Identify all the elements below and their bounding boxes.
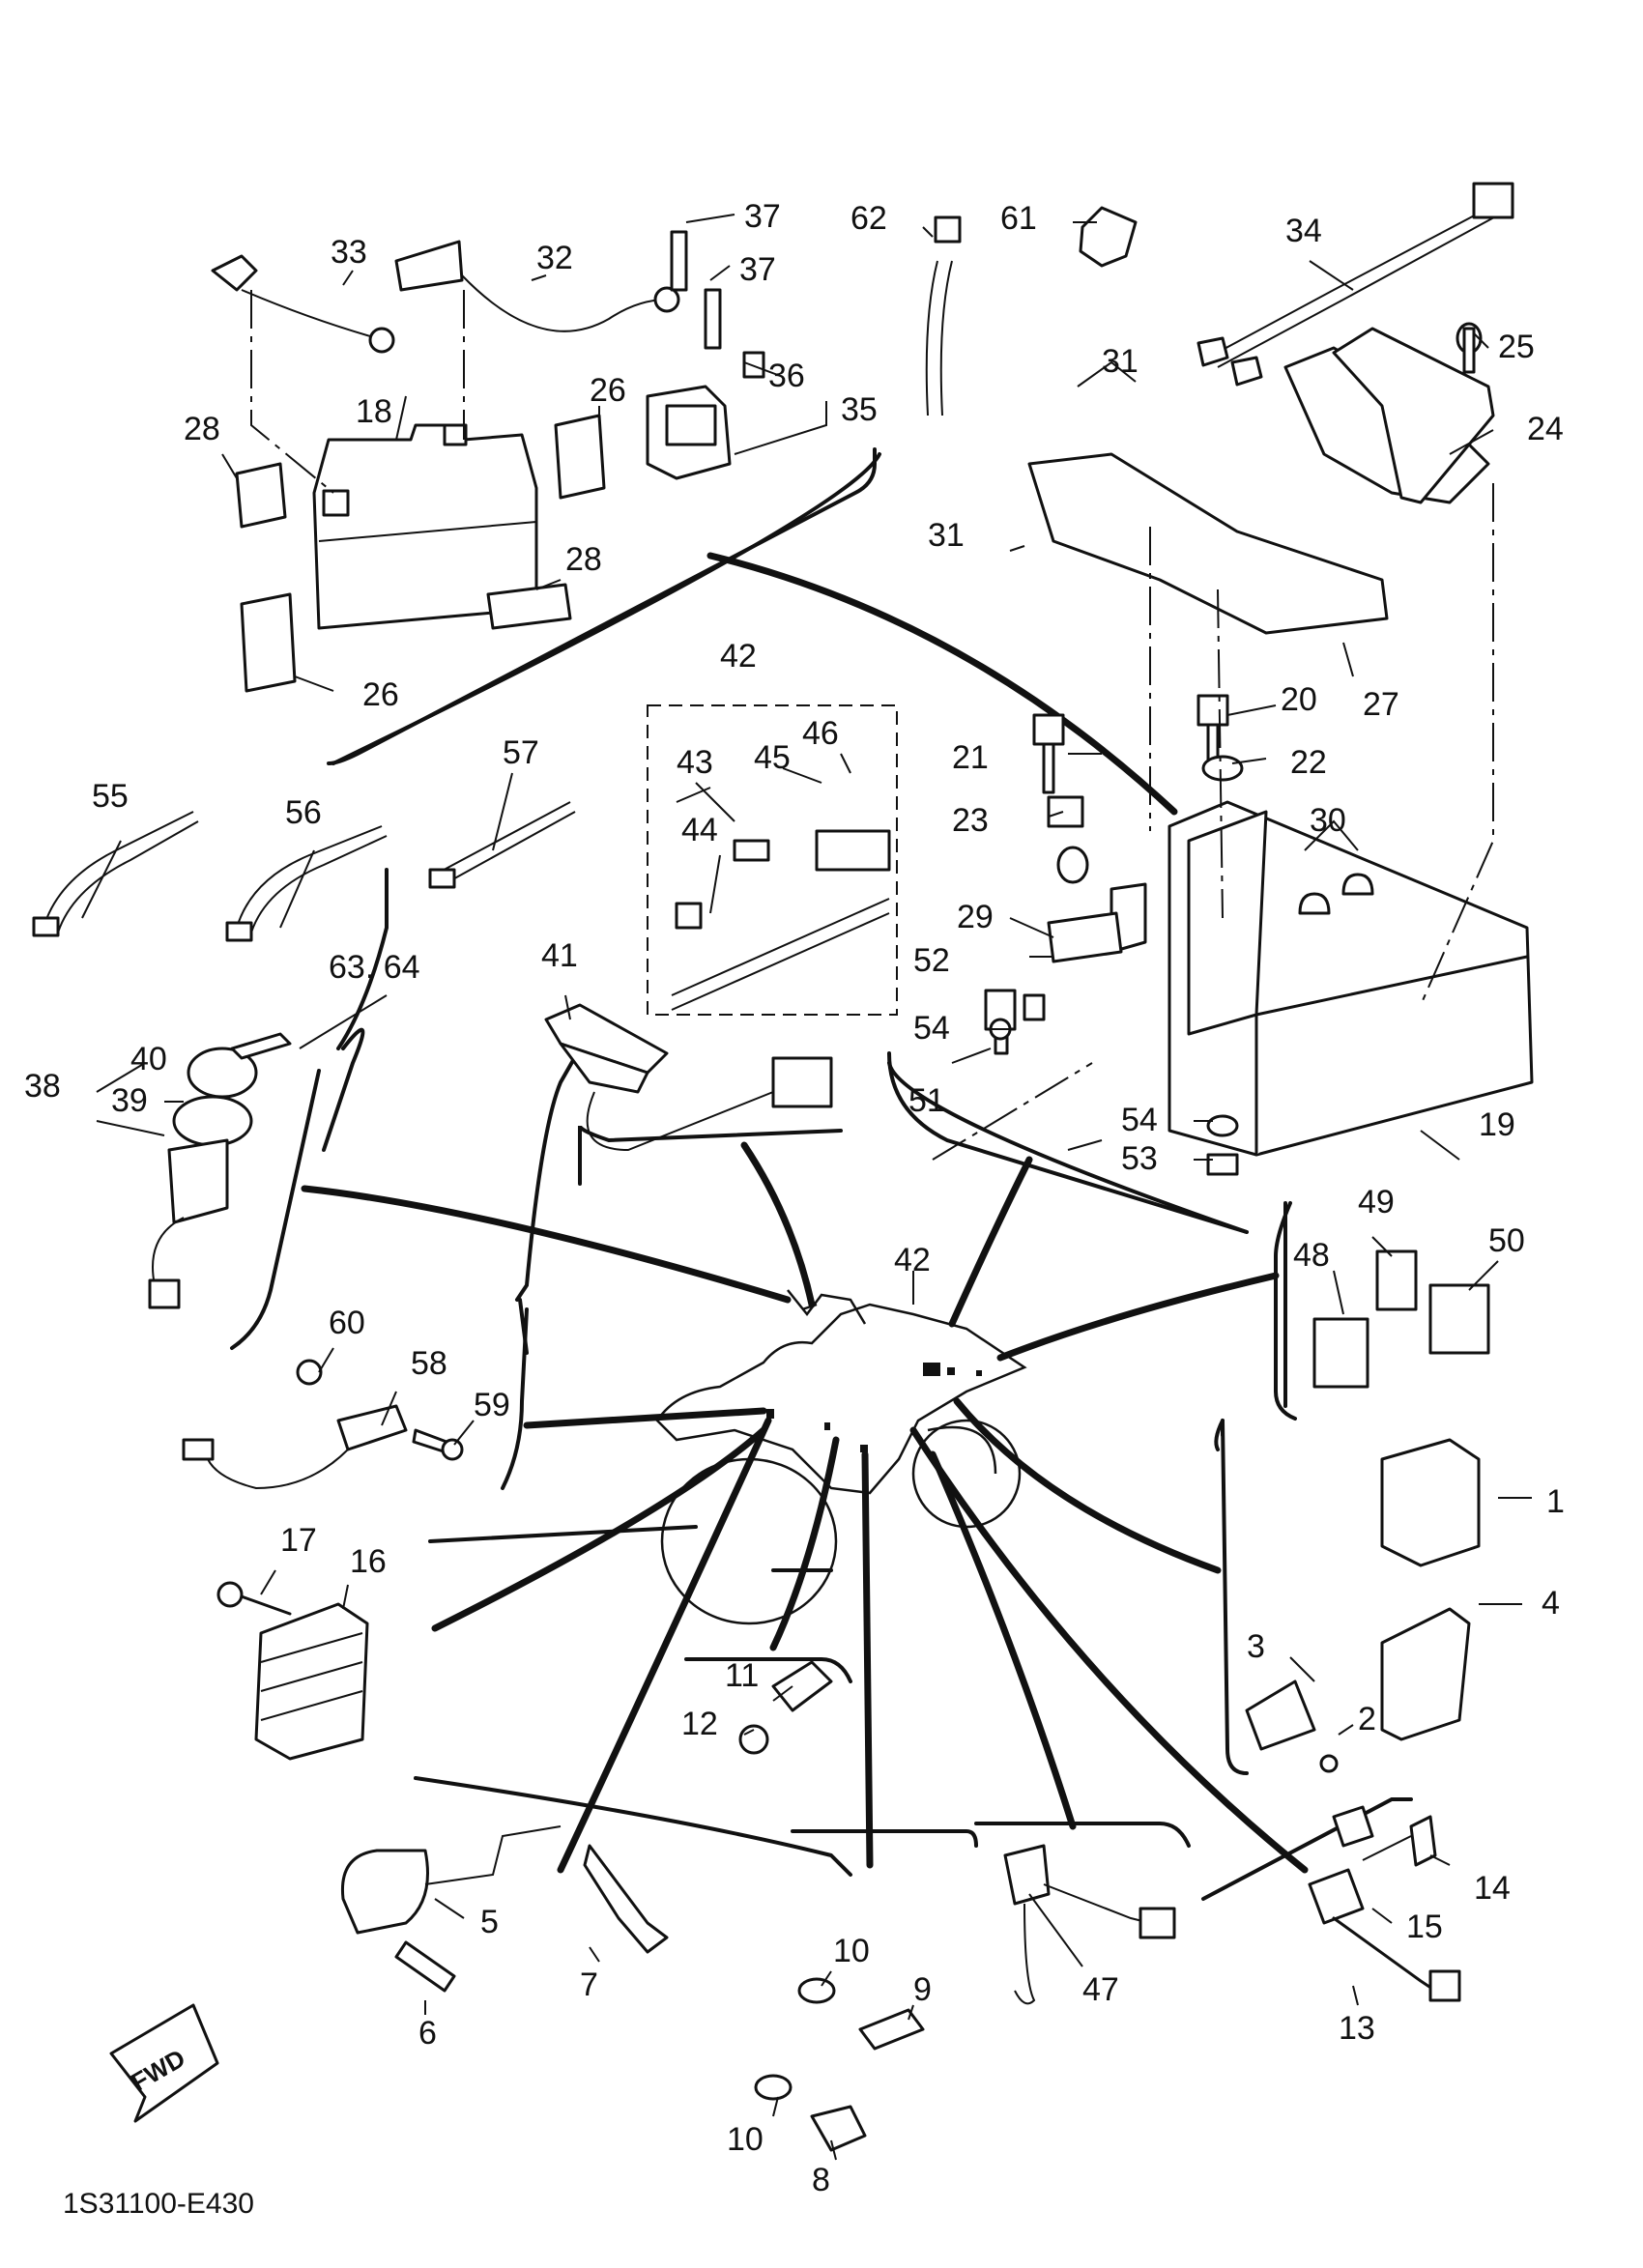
callout-53: 53: [1121, 1140, 1158, 1177]
callout-10a: 10: [833, 1933, 870, 1969]
callout-25: 25: [1498, 329, 1535, 365]
callout-19: 19: [1479, 1106, 1515, 1143]
callout-5: 5: [480, 1904, 499, 1940]
callout-62: 62: [850, 200, 887, 237]
relay-units-48-49-50: [1312, 1249, 1490, 1389]
fuel-pump-relay-58: [182, 1359, 464, 1490]
callout-22: 22: [1290, 744, 1327, 781]
callout-27: 27: [1363, 686, 1399, 723]
wire-harness-42: [647, 704, 898, 1016]
callout-20: 20: [1281, 681, 1317, 718]
callout-6: 6: [418, 2015, 437, 2052]
callout-26a: 26: [590, 372, 626, 409]
callout-32: 32: [536, 240, 573, 276]
callout-48: 48: [1293, 1237, 1330, 1274]
callout-1: 1: [1546, 1483, 1565, 1520]
callout-61: 61: [1000, 200, 1037, 237]
callout-55: 55: [92, 778, 129, 815]
callout-33: 33: [331, 234, 367, 271]
sensor-13-14-15: [1308, 1805, 1461, 2002]
lead-lines-battery-box: [250, 290, 1494, 1161]
callout-34: 34: [1285, 213, 1322, 249]
callout-39: 39: [111, 1082, 148, 1119]
turn-signal-relay-61: [1079, 206, 1138, 268]
callout-56: 56: [285, 794, 322, 831]
callout-4: 4: [1542, 1585, 1560, 1622]
callout-57: 57: [503, 734, 539, 771]
callout-leaders: [81, 214, 1532, 2161]
cdi-unit-1: [1245, 1438, 1481, 1773]
catalog-code: 1S31100-E430: [63, 2188, 254, 2220]
callout-11: 11: [725, 1657, 759, 1694]
callout-51: 51: [908, 1082, 945, 1119]
callout-45: 45: [754, 739, 791, 776]
callout-47: 47: [1082, 1971, 1119, 2008]
callout-44: 44: [681, 812, 718, 848]
callout-43: 43: [677, 744, 713, 781]
callout-31b: 31: [928, 517, 965, 554]
callout-2: 2: [1358, 1701, 1376, 1737]
wire-34: [1196, 182, 1514, 387]
rectifier-regulator-16: [216, 1581, 369, 1761]
callout-54b: 54: [1121, 1102, 1158, 1138]
sensors-8-9-10-11-12: [738, 1660, 925, 2152]
callout-52: 52: [913, 942, 950, 979]
callout-12: 12: [681, 1706, 718, 1742]
callout-40: 40: [130, 1041, 167, 1077]
fwd-arrow: FWD: [109, 2003, 219, 2123]
callout-3: 3: [1247, 1628, 1265, 1665]
callout-18: 18: [356, 393, 392, 430]
callout-35: 35: [841, 391, 878, 428]
callout-30: 30: [1310, 802, 1346, 839]
motorcycle-silhouette: [655, 1289, 1027, 1625]
group-arcs: [322, 452, 1287, 1451]
battery-box-fasteners: [984, 322, 1483, 1176]
callout-28b: 28: [565, 541, 602, 578]
callout-26b: 26: [362, 676, 399, 713]
callout-60: 60: [329, 1305, 365, 1341]
callout-41: 41: [541, 937, 578, 974]
callout-49: 49: [1358, 1184, 1395, 1220]
callout-13: 13: [1339, 2010, 1375, 2047]
callout-10b: 10: [727, 2121, 764, 2158]
battery-band-24: [1332, 327, 1495, 504]
callout-59: 59: [474, 1387, 510, 1423]
callout-15: 15: [1406, 1909, 1443, 1945]
harness-connector-lines: [301, 552, 1309, 1874]
starter-relay: [646, 230, 765, 480]
callout-37a: 37: [744, 198, 781, 235]
callout-9: 9: [913, 1971, 932, 2008]
handlebar-switch-41: [544, 1003, 833, 1152]
main-switch: [148, 1032, 292, 1309]
battery-cables: [211, 240, 680, 354]
callout-24: 24: [1527, 411, 1564, 447]
callout-21: 21: [952, 739, 989, 776]
callout-labels: 1 2 3 4 5 6 7 8 9 10 10 11 12 13 14 15 1…: [24, 198, 1565, 2198]
ignition-coil-5: [340, 1825, 669, 1993]
battery-pads: [235, 414, 606, 693]
callout-29: 29: [957, 899, 994, 935]
callout-38: 38: [24, 1068, 61, 1105]
callout-23: 23: [952, 802, 989, 839]
callout-8: 8: [812, 2162, 830, 2198]
callout-14: 14: [1474, 1870, 1511, 1907]
callout-31a: 31: [1102, 343, 1139, 380]
callout-54a: 54: [913, 1010, 950, 1047]
cable-ties: [32, 215, 962, 942]
callout-63-64: 63, 64: [329, 949, 420, 986]
callout-42b: 42: [894, 1242, 931, 1278]
callout-36: 36: [768, 358, 805, 394]
callout-28a: 28: [184, 411, 220, 447]
callout-46: 46: [802, 715, 839, 752]
callout-58: 58: [411, 1345, 447, 1382]
sidestand-switch-47: [1003, 1844, 1176, 2005]
callout-7: 7: [580, 1967, 598, 2003]
callout-50: 50: [1488, 1222, 1525, 1259]
callout-42a: 42: [720, 638, 757, 675]
callout-17: 17: [280, 1522, 317, 1559]
callout-37b: 37: [739, 251, 776, 288]
callout-16: 16: [350, 1543, 387, 1580]
